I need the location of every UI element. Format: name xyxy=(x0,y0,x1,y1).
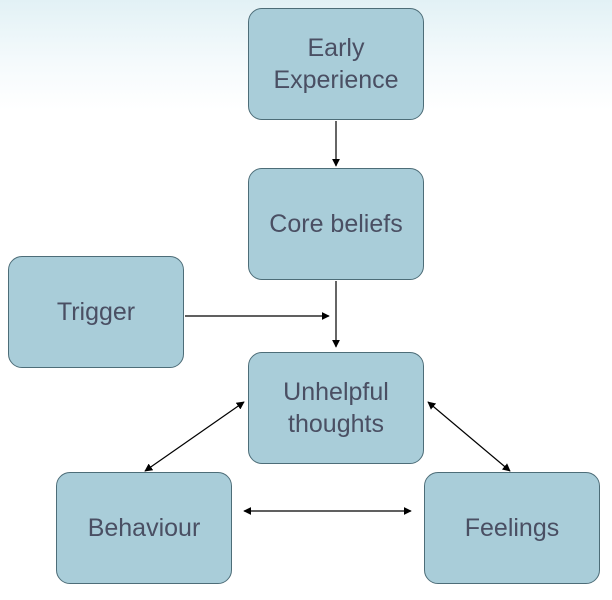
early-experience-label-line2: Experience xyxy=(273,66,399,94)
trigger-label: Trigger xyxy=(56,298,136,326)
trigger-box: Trigger xyxy=(8,256,184,368)
arrow-thoughts-feelings xyxy=(427,401,511,472)
early-experience-box: Early Experience xyxy=(248,8,424,120)
unhelpful-thoughts-label-line2: thoughts xyxy=(288,410,384,438)
behaviour-box: Behaviour xyxy=(56,472,232,584)
arrow-thoughts-behaviour xyxy=(144,401,245,472)
behaviour-label: Behaviour xyxy=(87,514,201,542)
core-beliefs-box: Core beliefs xyxy=(248,168,424,280)
unhelpful-thoughts-box: Unhelpful thoughts xyxy=(248,352,424,464)
feelings-label: Feelings xyxy=(464,514,560,542)
early-experience-label: Early Experience xyxy=(273,32,398,96)
core-beliefs-label: Core beliefs xyxy=(269,210,403,238)
early-experience-label-line1: Early xyxy=(307,34,365,62)
unhelpful-thoughts-label: Unhelpful thoughts xyxy=(283,376,389,440)
feelings-box: Feelings xyxy=(424,472,600,584)
unhelpful-thoughts-label-line1: Unhelpful xyxy=(283,378,389,406)
